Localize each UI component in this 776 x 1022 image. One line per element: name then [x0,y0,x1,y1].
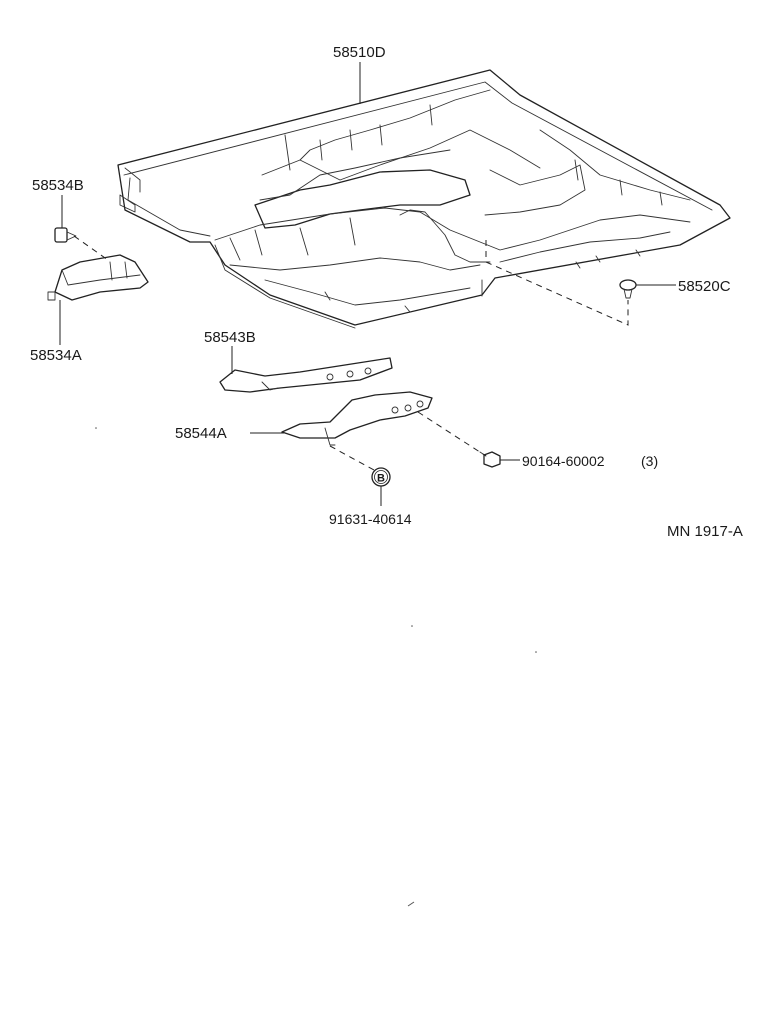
label-58534a: 58534A [30,347,82,364]
reinforcement-58543b-drawing [219,357,393,393]
reinforcement-58544a-drawing [281,391,433,446]
leader-lines [59,62,676,506]
label-58543b: 58543B [204,329,256,346]
label-58510d: 58510D [333,44,386,61]
floor-pan-drawing [117,69,731,329]
bracket-58534a-drawing [47,254,149,301]
label-90164-60002: 90164-60002 [522,453,605,469]
label-58520c: 58520C [678,278,731,295]
rivet-marker-icon: B [371,467,391,487]
clip-58520c-drawing [619,279,637,299]
label-58534b: 58534B [32,177,84,194]
label-bolt-qty: (3) [641,453,658,469]
rivet-marker-label: B [377,473,385,485]
scan-specks [95,427,537,907]
bolt-58534b-drawing [54,227,77,243]
label-91631-40614: 91631-40614 [329,511,412,527]
label-58544a: 58544A [175,425,227,442]
diagram-id: MN 1917-A [667,523,743,540]
